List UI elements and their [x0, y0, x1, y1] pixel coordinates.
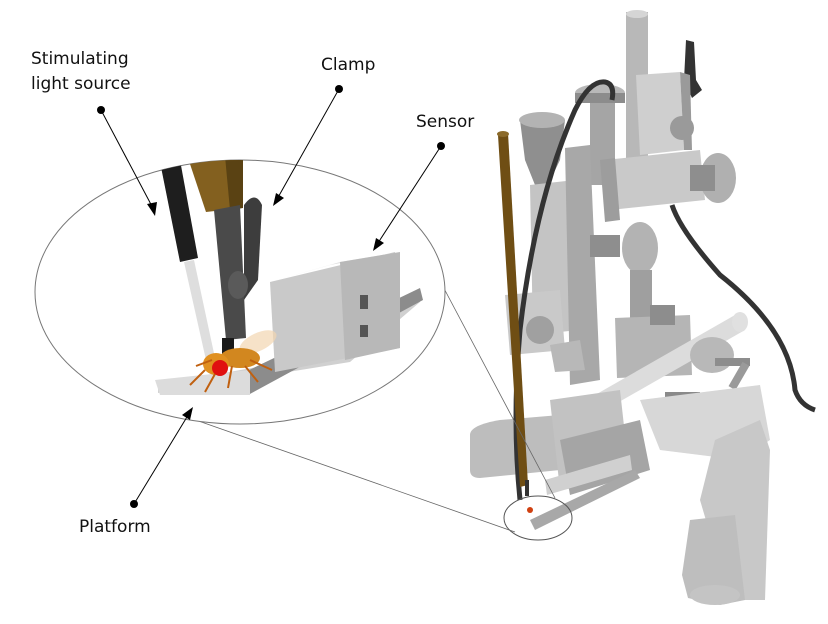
micromanipulator-apparatus	[470, 10, 816, 605]
insect	[189, 330, 277, 393]
light-cable	[669, 204, 816, 413]
callout-clamp: Clamp	[273, 55, 375, 206]
magnified-inset	[34, 159, 446, 425]
sensor-rod	[498, 133, 528, 487]
magnify-source-circle	[503, 495, 573, 541]
arrowhead-icon	[147, 202, 157, 216]
arrowhead-icon	[273, 193, 284, 206]
label-clamp: Clamp	[321, 55, 375, 75]
clamp-body	[214, 205, 246, 340]
callout-light-source: Stimulating light source	[31, 49, 157, 216]
projection-line-top	[429, 261, 556, 499]
label-platform: Platform	[79, 517, 151, 537]
label-light-source-2: light source	[31, 74, 131, 94]
arrowhead-icon	[373, 238, 384, 251]
callout-platform: Platform	[79, 407, 193, 537]
label-sensor: Sensor	[416, 112, 474, 132]
light-source-fiber	[160, 160, 198, 262]
projection-line-bottom	[189, 417, 516, 533]
arrowhead-icon	[182, 407, 193, 420]
callout-sensor: Sensor	[373, 112, 474, 251]
label-light-source-1: Stimulating	[31, 49, 129, 69]
